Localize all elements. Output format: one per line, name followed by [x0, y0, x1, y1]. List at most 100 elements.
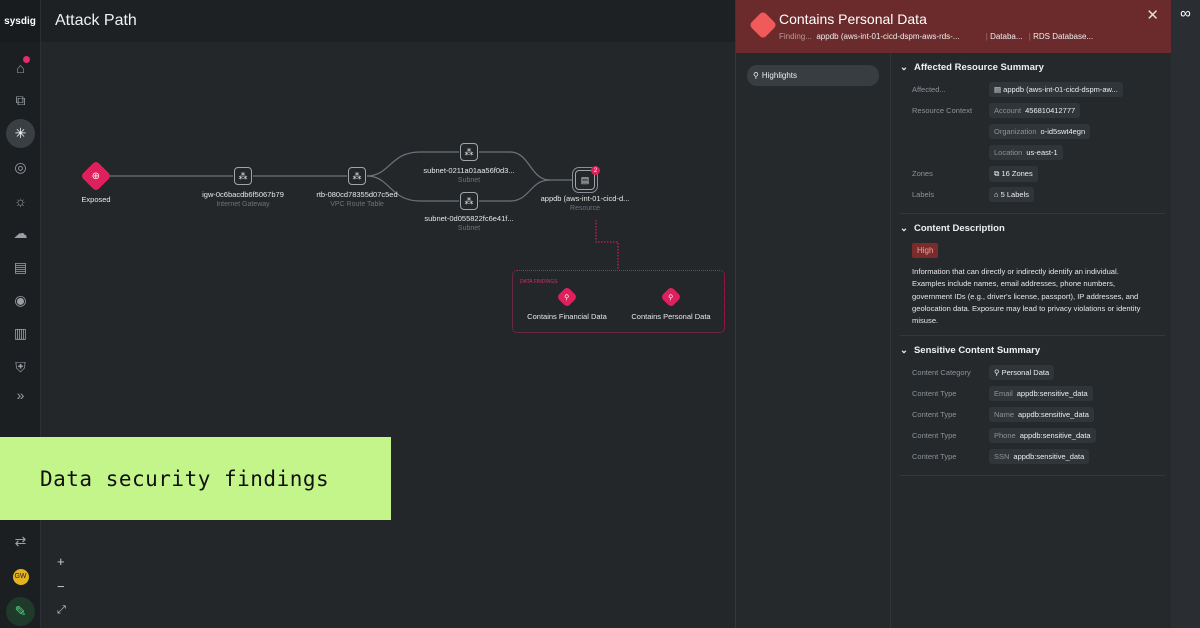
panel-header: Contains Personal Data Finding... appdb … — [736, 0, 1171, 53]
notification-dot — [23, 56, 30, 63]
page-title: Attack Path — [41, 0, 735, 42]
node-type: Internet Gateway — [216, 201, 270, 208]
route-table-node[interactable]: ⁂ — [348, 167, 366, 185]
chevron-down-icon: ⌄ — [900, 62, 908, 73]
zones-chip[interactable]: ⧉ 16 Zones — [989, 165, 1038, 182]
zoom-in-button[interactable]: + — [57, 554, 65, 569]
field-label: Content Type — [912, 410, 957, 420]
data-icon: ⚲ — [564, 293, 570, 301]
node-type: Subnet — [457, 177, 481, 184]
graph-edges — [110, 151, 619, 270]
edge — [366, 175, 459, 202]
avatar-initials: GW — [12, 568, 29, 585]
caption-overlay: Data security findings — [0, 437, 391, 520]
database-icon: ▤ — [580, 174, 590, 185]
sysdig-logo: sysdig — [0, 0, 40, 42]
node-type: Resource — [570, 205, 600, 212]
panel-title: Contains Personal Data — [779, 11, 927, 27]
field-label: Content Type — [912, 452, 957, 462]
reports-icon[interactable]: ▥ — [13, 325, 28, 341]
data-findings-group: DATA FINDINGS — [512, 270, 725, 333]
node-label: rtb-080cd78355d07c5ed — [316, 190, 398, 199]
finding-count-badge: 2 — [591, 166, 600, 175]
finding-label: Finding... — [779, 32, 812, 41]
right-rail: ∞ — [1171, 0, 1200, 628]
close-icon[interactable]: ✕ — [1146, 7, 1159, 24]
home-icon[interactable]: ⌂ — [6, 53, 35, 82]
network-icon: ⁂ — [238, 170, 248, 181]
subnet-node[interactable]: ⁂ — [460, 192, 478, 210]
finding-resource[interactable]: appdb (aws-int-01-cicd-dspm-aws-rds-... — [816, 32, 960, 41]
section-header[interactable]: ⌄Content Description — [900, 223, 1165, 234]
integrations-icon[interactable]: ⇄ — [14, 533, 27, 549]
node-label: Exposed — [81, 195, 111, 204]
labels-chip[interactable]: ⌂ 5 Labels — [989, 187, 1034, 202]
resource-type: Databa... — [990, 32, 1023, 41]
edge — [479, 179, 551, 202]
compliance-icon[interactable]: ▤ — [13, 259, 28, 275]
node-label: Contains Financial Data — [527, 312, 607, 321]
panel-content: ⌄ Affected Resource Summary Affected... ▤ … — [892, 53, 1171, 628]
pencil-icon[interactable]: ✎ — [6, 597, 35, 626]
section-title: Sensitive Content Summary — [913, 345, 1041, 357]
sidebar: sysdig ⌂ ⧉ ✳ ◎ ☼ ☁ ▤ ◉ ▥ ⛨ » ⇄ GW ✎ — [0, 0, 41, 628]
panel-nav: ⚲Highlights — [736, 53, 891, 628]
cloud-security-icon[interactable]: ☁ — [13, 225, 28, 241]
fit-view-button[interactable]: ⤢ — [57, 604, 66, 616]
field-label: Content Type — [912, 431, 957, 441]
category-chip: ⚲ Personal Data — [989, 365, 1055, 381]
node-label: appdb (aws-int-01-cicd-d... — [540, 194, 630, 203]
node-label: igw-0c6bacdb6f5067b79 — [202, 190, 284, 199]
severity-badge: High — [912, 243, 939, 258]
edge — [366, 151, 459, 177]
nav-highlights[interactable]: ⚲Highlights — [747, 65, 879, 86]
posture-icon[interactable]: ◎ — [14, 159, 27, 175]
section-header[interactable]: ⌄ Sensitive Content Summary — [900, 345, 1165, 356]
globe-icon: ⊕ — [91, 170, 101, 182]
network-icon: ⁂ — [464, 195, 474, 206]
chevron-down-icon: ⌄ — [900, 345, 908, 357]
field-label: Zones — [912, 169, 933, 178]
field-label: Affected... — [912, 85, 946, 94]
network-icon: ⁂ — [464, 146, 474, 157]
identity-icon[interactable]: ◉ — [14, 292, 27, 308]
findings-edge — [595, 220, 619, 270]
infinity-icon[interactable]: ∞ — [1180, 5, 1191, 22]
nav-label: Highlights — [761, 71, 797, 80]
personal-data-icon — [748, 10, 778, 40]
panel-subtitle: Finding... appdb (aws-int-01-cicd-dspm-a… — [779, 32, 1094, 41]
findings-title: DATA FINDINGS — [520, 279, 558, 285]
gateway-node[interactable]: ⁂ — [234, 167, 252, 185]
resource-node[interactable]: ▤ — [575, 170, 595, 190]
section-title: Affected Resource Summary — [913, 62, 1044, 73]
personal-data-icon: ⚲ — [753, 71, 759, 80]
section-title: Content Description — [913, 223, 1005, 234]
description-text: Information that can directly or indirec… — [912, 267, 1141, 326]
inventory-icon[interactable]: ⧉ — [15, 92, 26, 108]
vulnerabilities-icon[interactable]: ☼ — [14, 192, 27, 209]
tag-icon: ⌂ — [994, 190, 999, 199]
section-header[interactable]: ⌄ Affected Resource Summary — [900, 62, 1165, 73]
expand-icon[interactable]: » — [16, 386, 25, 403]
data-icon: ⚲ — [668, 293, 674, 301]
field-label: Labels — [912, 190, 935, 199]
subnet-node[interactable]: ⁂ — [460, 143, 478, 161]
zoom-out-button[interactable]: − — [57, 579, 65, 594]
zones-icon: ⧉ — [994, 168, 1000, 178]
affected-resource-chip[interactable]: ▤ appdb (aws-int-01-cicd-dspm-aw... — [989, 82, 1123, 97]
avatar[interactable]: GW — [6, 562, 35, 591]
policies-icon[interactable]: ⛨ — [15, 359, 26, 375]
resource-service: RDS Database... — [1033, 32, 1094, 41]
node-label: subnet-0211a01aa56f0d3... — [423, 166, 515, 175]
attack-path-icon[interactable]: ✳ — [6, 119, 35, 148]
field-label: Content Type — [912, 389, 957, 399]
content-description-section: ⌄Content Description High Information th… — [900, 214, 1165, 337]
node-label: subnet-0d055822fc6e41f... — [424, 214, 514, 223]
